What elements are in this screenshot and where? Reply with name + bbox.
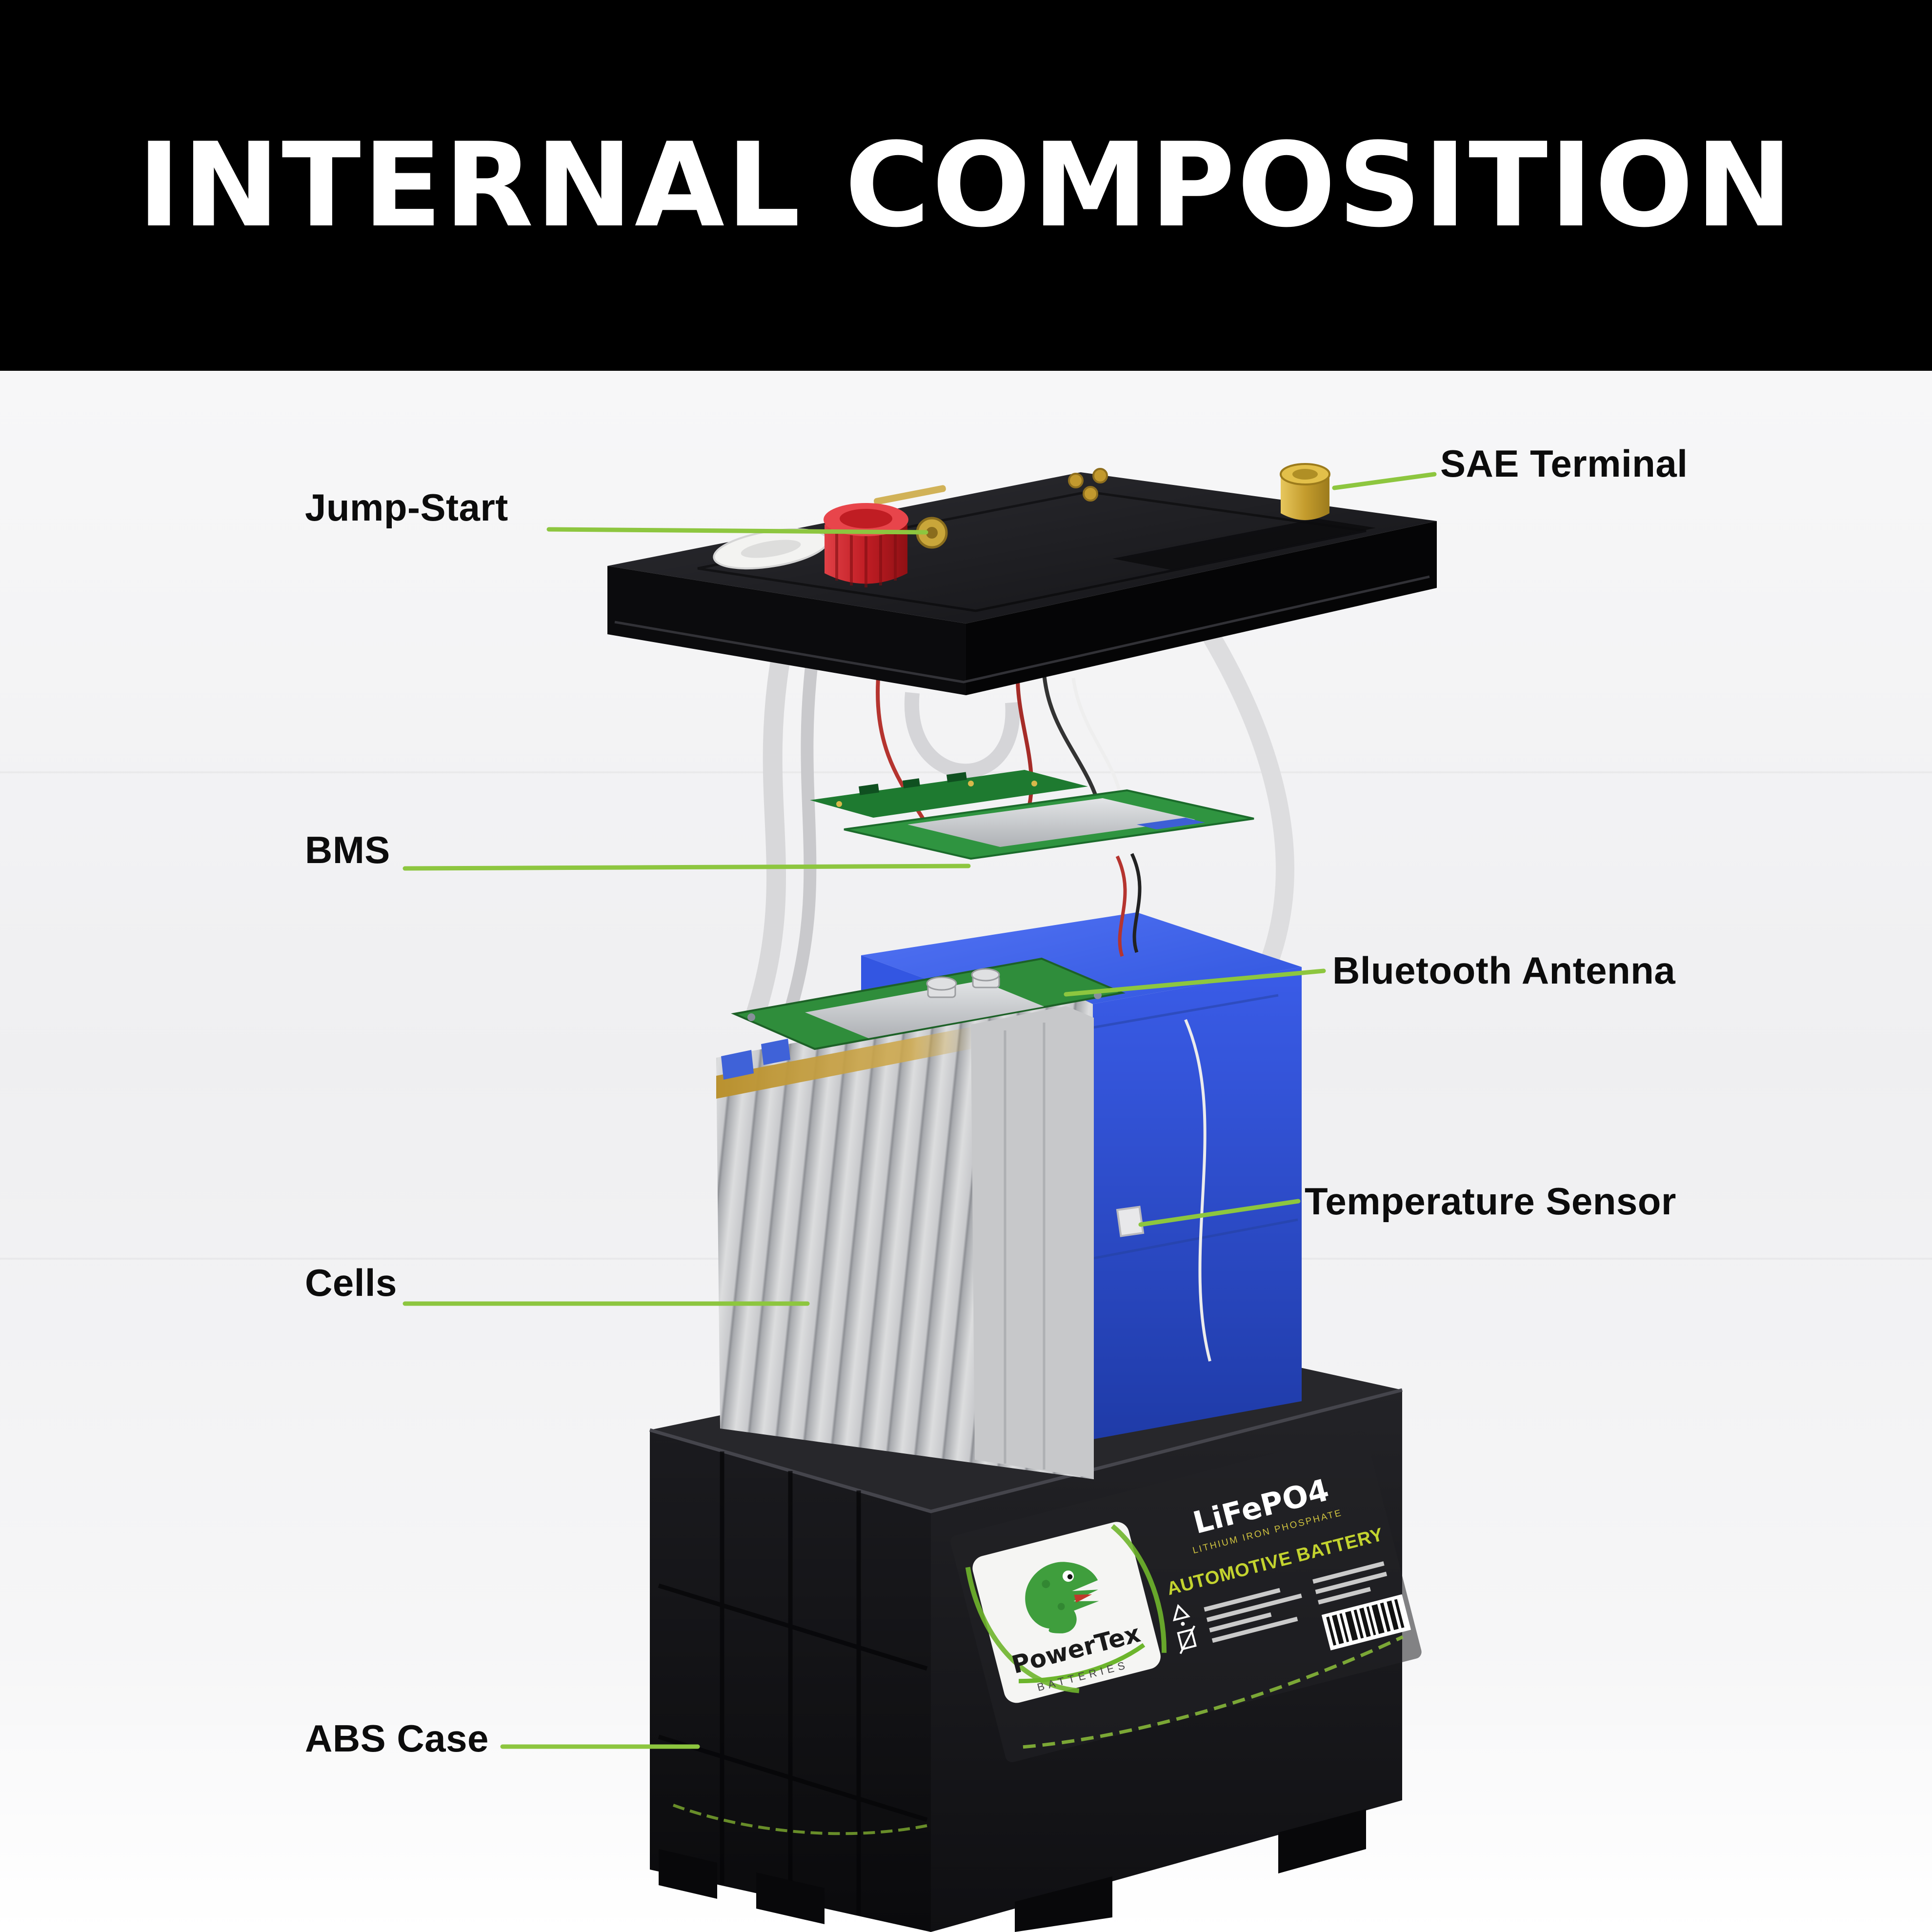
case-script-text xyxy=(672,1804,927,1835)
leader-line-jump-start xyxy=(546,527,928,535)
cell-stack xyxy=(716,957,1126,1479)
leader-line-bluetooth-antenna xyxy=(1064,968,1326,997)
lid-vent-recess xyxy=(1112,519,1376,570)
jump-start-knob xyxy=(824,503,908,587)
callout-sae-terminal: SAE Terminal xyxy=(1440,442,1688,486)
callout-bluetooth-antenna: Bluetooth Antenna xyxy=(1332,948,1675,993)
callout-jump-start: Jump-Start xyxy=(305,485,508,530)
bms-assembly xyxy=(810,770,1254,957)
callout-bms: BMS xyxy=(305,828,390,872)
title-banner: INTERNAL COMPOSITION xyxy=(0,0,1932,371)
case-grooves xyxy=(658,1451,928,1915)
cell-top-board xyxy=(731,957,1126,1050)
callout-bms-label: BMS xyxy=(305,828,390,871)
label-script-text xyxy=(1023,1635,1404,1749)
temperature-sensor-chip xyxy=(1116,1206,1145,1237)
battery-lid xyxy=(607,463,1437,695)
callout-cells-label: Cells xyxy=(305,1261,397,1304)
cell-front-face xyxy=(971,1006,1094,1478)
callout-temperature-sensor-label: Temperature Sensor xyxy=(1305,1180,1676,1223)
abs-case: PowerTex BATTERIES LiFePO4 LITHIUM IRON … xyxy=(649,1330,1422,1932)
lid-print-text xyxy=(874,485,946,505)
callout-abs-case-label: ABS Case xyxy=(305,1717,489,1760)
recycle-icon xyxy=(1173,1604,1190,1626)
antenna-wire xyxy=(1184,1019,1211,1362)
cell-blue-tape xyxy=(721,1050,754,1080)
sae-terminal-post xyxy=(1280,463,1330,520)
callout-bluetooth-antenna-label: Bluetooth Antenna xyxy=(1332,949,1676,992)
spec-print-lines xyxy=(1204,1561,1388,1643)
barcode xyxy=(1321,1594,1411,1650)
brand-swoosh xyxy=(1019,1643,1146,1684)
callout-temperature-sensor: Temperature Sensor xyxy=(1305,1179,1676,1224)
cell-copper-band xyxy=(716,1027,971,1099)
leader-line-sae-terminal xyxy=(1332,472,1437,490)
leader-line-temperature-sensor xyxy=(1138,1199,1301,1227)
leader-lines xyxy=(402,472,1437,1749)
dinosaur-icon xyxy=(1025,1562,1099,1633)
page-title: INTERNAL COMPOSITION xyxy=(137,118,1795,253)
lid-gold-dots xyxy=(1068,468,1108,502)
wiring-harness xyxy=(744,629,1294,1023)
callout-jump-start-label: Jump-Start xyxy=(305,486,508,529)
powertex-logo: PowerTex BATTERIES xyxy=(965,1522,1167,1703)
case-label: PowerTex BATTERIES LiFePO4 LITHIUM IRON … xyxy=(950,1431,1422,1762)
bms-plate xyxy=(907,798,1195,847)
leader-line-bms xyxy=(402,864,971,871)
crossed-bin-icon xyxy=(1177,1625,1197,1654)
bms-blue-tape xyxy=(1137,818,1205,829)
callout-abs-case: ABS Case xyxy=(305,1716,489,1761)
callout-sae-terminal-label: SAE Terminal xyxy=(1440,442,1688,485)
callout-cells: Cells xyxy=(305,1261,397,1305)
bms-component-board xyxy=(810,770,1088,818)
case-feet xyxy=(659,1809,1366,1932)
